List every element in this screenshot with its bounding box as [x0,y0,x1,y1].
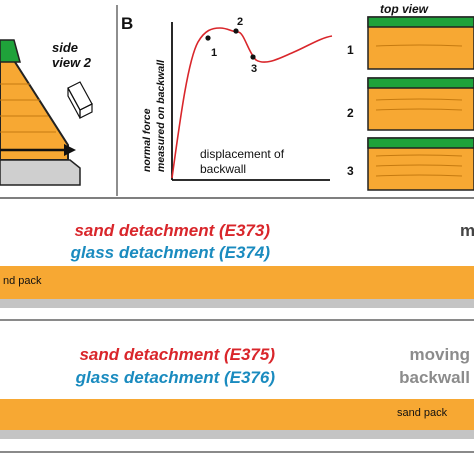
curve-point-label-1: 1 [211,47,217,59]
wedge-base-plate [0,159,81,186]
exp1-sand-pack-label: nd pack [3,275,42,287]
exp1-glass-label: glass detachment (E374) [70,243,271,262]
exp2-detachment-layer [0,425,474,430]
wedge-arrow-head [64,144,76,156]
top-view-title: top view [380,2,429,16]
moving-backwall-label-line2: backwall [399,368,470,387]
box-icon [67,81,93,119]
exp1-sand-pack [0,266,474,294]
y-axis-label-line1: normal force [141,108,153,172]
panel-b-letter: B [121,14,133,33]
top-view-thumb-1 [367,16,474,70]
curve-point-1 [205,35,211,41]
curve-point-2 [233,28,239,34]
x-axis-label-line1: displacement of [200,147,285,161]
y-axis-label-line2: measured on backwall [155,59,167,172]
moving-backwall-label-line1: moving [410,345,470,364]
exp2-glass-label: glass detachment (E376) [75,368,276,387]
side-view-label-line2: view 2 [52,55,92,70]
top-view-thumb-3 [367,137,474,191]
exp1-sand-label: sand detachment (E373) [74,221,270,240]
exp2-sand-pack-label: sand pack [397,407,448,419]
exp1-edge-label: m [460,221,474,240]
top-view-number-2: 2 [347,106,354,120]
curve-point-label-3: 3 [251,63,257,75]
exp1-detachment-layer [0,294,474,299]
curve-point-3 [250,54,256,60]
curve-point-label-2: 2 [237,16,243,28]
exp2-base-plate [0,430,474,439]
x-axis-label-line2: backwall [200,162,246,176]
wedge-green-cap [0,39,21,63]
top-view-number-1: 1 [347,43,354,57]
exp2-sand-pack [0,399,474,425]
side-view-label-line1: side [52,40,78,55]
exp2-sand-label: sand detachment (E375) [79,345,275,364]
wedge-side-view [0,39,81,186]
exp1-base-plate [0,299,474,308]
top-view-number-3: 3 [347,164,354,178]
top-view-thumb-2 [367,77,474,131]
